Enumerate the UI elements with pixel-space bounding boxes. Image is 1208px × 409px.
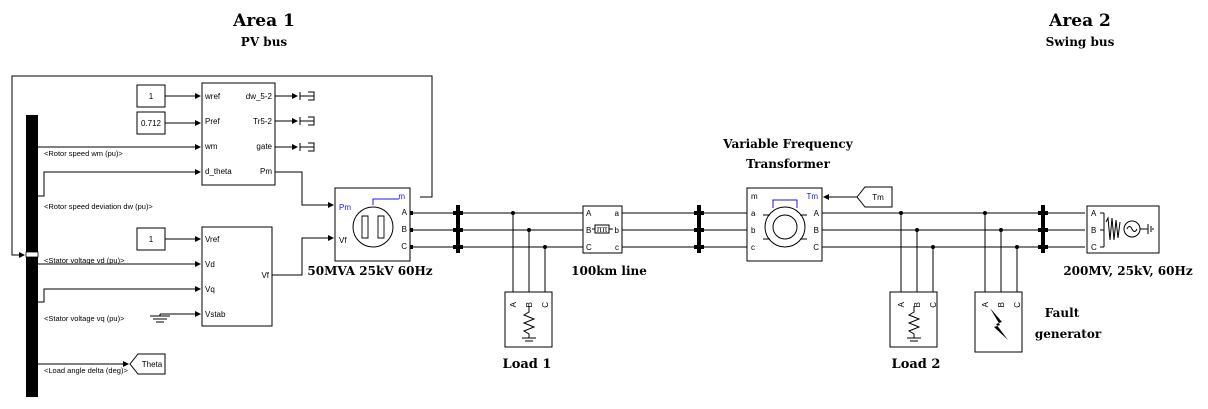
machine-out-c: C xyxy=(401,242,407,251)
vft-port-c-in: c xyxy=(751,243,755,252)
load2-port-a: A xyxy=(897,301,906,307)
signal-label-rotor-speed: <Rotor speed wm (pu)> xyxy=(44,149,123,158)
governor-out-gate: gate xyxy=(256,142,272,151)
area2-title: Area 2 xyxy=(1048,11,1111,31)
vft-title-line2: Transformer xyxy=(746,157,830,171)
source-port-a: A xyxy=(1091,209,1097,218)
machine-out-a: A xyxy=(402,208,408,217)
excitation-in-vstab: Vstab xyxy=(205,310,226,319)
vft-port-tm: Tm xyxy=(806,192,818,201)
load-2-block[interactable] xyxy=(889,291,938,348)
vft-port-m: m xyxy=(751,192,758,201)
line-port-a-out: a xyxy=(615,209,620,218)
governor-out-tr: Tr5-2 xyxy=(253,117,272,126)
bus-bar-3[interactable] xyxy=(1041,205,1045,253)
line-port-b-in: B xyxy=(586,226,591,235)
machine-out-m: m xyxy=(398,192,405,201)
source-rating-label: 200MV, 25kV, 60Hz xyxy=(1063,264,1193,278)
excitation-in-vd: Vd xyxy=(205,260,215,269)
bus-bar-2[interactable] xyxy=(697,205,701,253)
machine-out-b: B xyxy=(402,225,407,234)
signal-label-stator-vd: <Stator voltage vd (pu)> xyxy=(44,256,125,265)
pi-section-icon: ππ xyxy=(592,224,613,234)
constant-wref-value: 1 xyxy=(149,92,154,101)
line-port-b-out: b xyxy=(615,226,620,235)
signal-label-stator-vq: <Stator voltage vq (pu)> xyxy=(44,314,125,323)
fault-generator-label-line1: Fault xyxy=(1045,306,1080,320)
line-length-label: 100km line xyxy=(571,264,647,278)
vft-port-a-in: a xyxy=(751,209,756,218)
from-tm-tag[interactable] xyxy=(856,186,893,208)
governor-in-wref: wref xyxy=(204,92,221,101)
signal-label-rotor-speed-deviation: <Rotor speed deviation dw (pu)> xyxy=(44,202,153,211)
load-2-label: Load 2 xyxy=(892,357,941,372)
load-1-block[interactable] xyxy=(504,291,553,348)
load1-port-a: A xyxy=(509,301,518,307)
governor-in-dtheta: d_theta xyxy=(205,167,232,176)
vft-machine-icon xyxy=(763,199,807,248)
line-port-c-in: C xyxy=(586,243,592,252)
area1-subtitle: PV bus xyxy=(241,35,288,49)
excitation-in-vref: Vref xyxy=(205,235,220,244)
governor-out-dw: dw_5-2 xyxy=(246,92,273,101)
constant-vref-value: 1 xyxy=(149,235,154,244)
load1-port-b: B xyxy=(525,302,534,307)
fault-port-b: B xyxy=(997,302,1006,307)
excitation-out-vf: Vf xyxy=(261,271,269,280)
fault-port-c: C xyxy=(1013,302,1022,308)
excitation-system-block[interactable] xyxy=(201,226,273,327)
machine-in-vf: Vf xyxy=(339,236,347,245)
synchronous-machine-icon xyxy=(352,198,399,248)
from-tm-label: Tm xyxy=(872,193,884,202)
vft-port-c-out: C xyxy=(813,243,819,252)
excitation-in-vq: Vq xyxy=(205,285,215,294)
machine-rating-label: 50MVA 25kV 60Hz xyxy=(307,264,432,278)
fault-port-a: A xyxy=(981,301,990,307)
line-port-c-out: c xyxy=(615,243,619,252)
ground-icon xyxy=(150,314,170,323)
area2-subtitle: Swing bus xyxy=(1046,35,1115,49)
load-1-label: Load 1 xyxy=(503,357,552,372)
constant-pref-value: 0.712 xyxy=(141,119,162,128)
fault-generator-label-line2: generator xyxy=(1035,327,1102,341)
governor-in-pref: Pref xyxy=(205,117,220,126)
resistor-load-icon xyxy=(522,306,536,342)
resistor-load-icon xyxy=(907,306,921,342)
goto-theta-label: Theta xyxy=(142,360,163,369)
vft-port-a-out: A xyxy=(814,209,820,218)
governor-out-pm: Pm xyxy=(260,167,272,176)
governor-in-wm: wm xyxy=(204,142,218,151)
bus-bar-1[interactable] xyxy=(456,205,460,253)
load2-port-b: B xyxy=(913,302,922,307)
lightning-bolt-icon xyxy=(990,308,1008,340)
voltage-source-icon xyxy=(1100,212,1154,248)
load2-port-c: C xyxy=(929,302,938,308)
area1-title: Area 1 xyxy=(232,11,295,31)
goto-theta-tag[interactable] xyxy=(129,353,166,375)
load1-port-c: C xyxy=(541,302,550,308)
line-port-a-in: A xyxy=(586,209,592,218)
turbine-governor-block[interactable] xyxy=(201,82,276,186)
vft-port-b-in: b xyxy=(751,226,756,235)
terminator-icon xyxy=(299,91,315,152)
source-port-c: C xyxy=(1091,243,1097,252)
vft-port-b-out: B xyxy=(814,226,819,235)
svg-text:ππ: ππ xyxy=(596,225,608,234)
vft-title-line1: Variable Frequency xyxy=(722,137,853,151)
signal-label-load-angle: <Load angle delta (deg)> xyxy=(44,366,128,375)
source-port-b: B xyxy=(1091,226,1096,235)
machine-in-pm: Pm xyxy=(339,203,351,212)
